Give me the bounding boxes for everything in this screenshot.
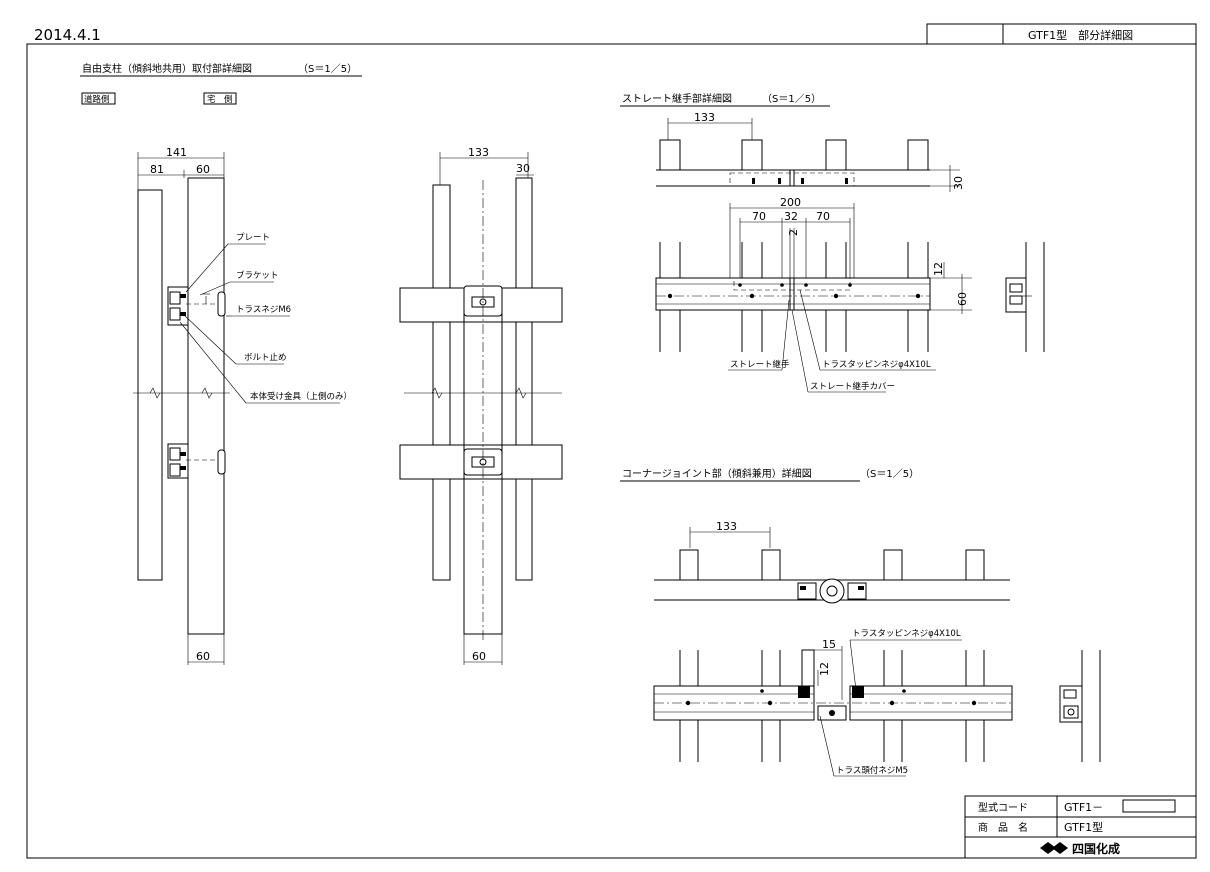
label-fitting: 本体受け金具（上側のみ）	[250, 391, 352, 402]
straight-rail	[655, 277, 931, 311]
straight-dim-200: 200	[780, 196, 801, 209]
model-code-label: 型式コード	[978, 801, 1028, 814]
corner-dim-12: 12	[818, 662, 831, 676]
straight-dim-133: 133	[694, 111, 715, 124]
label-truss-screw: トラスネジM6	[236, 305, 291, 315]
company-logo-icon	[1040, 842, 1068, 854]
straight-label-cover: ストレート継手カバー	[810, 381, 895, 392]
corner-dim-133: 133	[716, 520, 737, 533]
straight-label-joint: ストレート継手	[730, 359, 790, 370]
company-name: 四国化成	[1072, 841, 1120, 856]
straight-label-tapping: トラスタッピンネジφ4X10L	[822, 360, 931, 370]
corner-label-truss-screw: トラス頭付ネジM5	[836, 765, 908, 776]
dim-141: 141	[166, 146, 187, 159]
straight-dim-30: 30	[952, 176, 965, 190]
tag-road-box	[81, 92, 116, 105]
title-block	[964, 795, 1197, 859]
label-bolt-stop: ボルト止め	[244, 352, 287, 363]
front-picket-2	[515, 177, 533, 581]
dim-60-bottom: 60	[196, 650, 210, 663]
corner-dim-15: 15	[822, 638, 836, 651]
corner-section-scale: （S＝1／5）	[860, 468, 919, 480]
straight-dim-12: 12	[932, 262, 945, 276]
left-section-scale: （S＝1／5）	[298, 63, 357, 75]
front-picket-1	[432, 184, 451, 581]
product-label: 商 品 名	[978, 821, 1028, 834]
dim-60-front: 60	[472, 650, 486, 663]
straight-section-title: ストレート継手部詳細図	[622, 92, 732, 105]
straight-dim-70a: 70	[752, 210, 766, 223]
label-bracket: ブラケット	[236, 270, 279, 281]
sheet-date: 2014.4.1	[34, 26, 101, 44]
straight-section-scale: （S＝1／5）	[762, 93, 821, 105]
straight-dim-32: 32	[784, 210, 798, 223]
side-post-right	[187, 177, 225, 635]
sheet-title: GTF1型 部分詳細図	[1028, 28, 1133, 42]
dim-30: 30	[516, 162, 530, 175]
dim-60-top: 60	[196, 163, 210, 176]
label-plate: プレート	[236, 233, 270, 243]
header-box	[926, 23, 1197, 45]
tag-house: 宅 側	[207, 94, 233, 105]
product-value: GTF1型	[1064, 820, 1103, 834]
left-section-title: 自由支柱（傾斜地共用）取付部詳細図	[82, 62, 252, 75]
straight-dim-2: 2	[787, 229, 800, 236]
dim-81: 81	[150, 163, 164, 176]
corner-label-tapping: トラスタッピンネジφ4X10L	[852, 629, 961, 639]
tag-road: 道路側	[84, 94, 110, 105]
straight-dim-70b: 70	[816, 210, 830, 223]
model-code-box	[1122, 799, 1176, 813]
dim-133: 133	[468, 146, 489, 159]
model-code-value: GTF1－	[1064, 801, 1103, 814]
side-post-left	[137, 189, 163, 581]
straight-dim-60: 60	[956, 292, 969, 306]
sheet-border	[26, 43, 1197, 859]
tag-house-box	[203, 92, 237, 105]
corner-section-title: コーナージョイント部（傾斜兼用）詳細図	[622, 467, 812, 480]
